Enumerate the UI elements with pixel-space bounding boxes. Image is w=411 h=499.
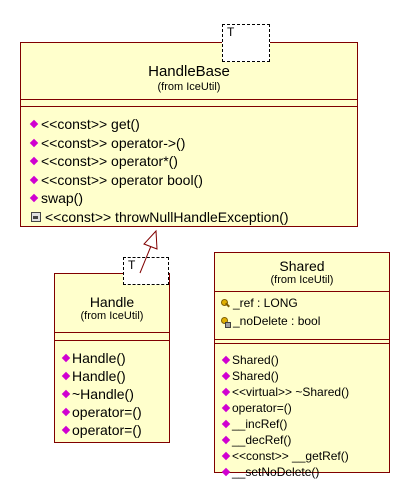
operation-row[interactable]: __decRef() [221,432,389,448]
operation-label: operator=() [72,422,142,438]
operation-label: <<const>> operator bool() [41,171,203,188]
operation-label: operator=() [72,404,142,420]
operation-row[interactable]: operator=() [61,421,169,439]
operation-label: ~Handle() [72,386,134,402]
attributes-compartment [21,100,357,107]
class-name: HandleBase [148,63,230,80]
operation-row[interactable]: Shared() [221,352,389,368]
operation-row[interactable]: operator=() [221,400,389,416]
operation-row[interactable]: Shared() [221,368,389,384]
class-package: (from IceUtil) [270,274,334,286]
operation-label: Handle() [72,350,126,366]
operation-row[interactable]: <<const>> __getRef() [221,448,389,464]
operation-row[interactable]: <<virtual>> ~Shared() [221,384,389,400]
class-name: Shared [279,258,325,274]
hollow-triangle-arrowhead [143,229,158,250]
attribute-key-icon [221,298,230,308]
operation-label: Shared() [232,353,279,367]
operation-label: operator=() [232,401,292,415]
generalization-line [139,245,152,274]
operation-label: Handle() [72,368,126,384]
operation-label: <<virtual>> ~Shared() [232,385,350,399]
operation-row[interactable]: <<const>> operator bool() [29,171,357,190]
template-parameter: T [227,25,235,39]
protected-operation-icon [31,211,41,222]
operation-label: <<const>> __getRef() [232,449,349,463]
class-header: HandleBase (from IceUtil) [21,43,357,100]
operation-label: __decRef() [232,433,292,447]
operations-compartment: <<const>> get() <<const>> operator->() <… [21,107,357,226]
class-package: (from IceUtil) [80,310,144,322]
class-handlebase[interactable]: HandleBase (from IceUtil) <<const>> get(… [20,42,358,227]
operation-row[interactable]: Handle() [61,367,169,385]
operation-label: <<const>> operator->() [41,134,186,151]
operation-label: <<const>> get() [41,116,140,133]
operation-row[interactable]: __incRef() [221,416,389,432]
class-header: Shared (from IceUtil) [215,253,389,292]
class-handle[interactable]: Handle (from IceUtil) Handle() Handle() … [54,273,170,443]
operation-label: __incRef() [232,417,288,431]
operations-compartment: Handle() Handle() ~Handle() operator=() … [55,341,169,439]
class-package: (from IceUtil) [157,81,221,93]
operation-row[interactable]: <<const>> operator*() [29,152,357,171]
operation-row[interactable]: swap() [29,189,357,208]
operation-row[interactable]: Handle() [61,349,169,367]
operation-row[interactable]: <<const>> throwNullHandleException() [31,208,357,227]
attribute-row[interactable]: _ref : LONG [221,294,389,312]
operation-row[interactable]: __setNoDelete() [221,464,389,480]
class-header: Handle (from IceUtil) [55,274,169,333]
attribute-key-icon [221,316,231,328]
operations-compartment: Shared() Shared() <<virtual>> ~Shared() … [215,344,389,480]
operation-label: swap() [41,190,84,207]
template-parameter-box: T [222,24,270,62]
attributes-compartment [55,333,169,341]
attribute-label: _ref : LONG [233,296,298,310]
template-parameter: T [128,258,136,272]
operation-label: __setNoDelete() [232,465,320,479]
operation-label: <<const>> throwNullHandleException() [45,208,289,225]
attributes-compartment: _ref : LONG _noDelete : bool [215,292,389,340]
attribute-label: _noDelete : bool [233,314,321,328]
operation-row[interactable]: ~Handle() [61,385,169,403]
operation-row[interactable]: <<const>> get() [29,115,357,134]
class-shared[interactable]: Shared (from IceUtil) _ref : LONG _noDel… [214,252,390,479]
operation-row[interactable]: <<const>> operator->() [29,134,357,153]
attribute-row[interactable]: _noDelete : bool [221,312,389,330]
compartment-separator [215,340,389,344]
operation-row[interactable]: operator=() [61,403,169,421]
operation-label: Shared() [232,369,279,383]
class-name: Handle [89,294,135,310]
operation-label: <<const>> operator*() [41,153,178,170]
